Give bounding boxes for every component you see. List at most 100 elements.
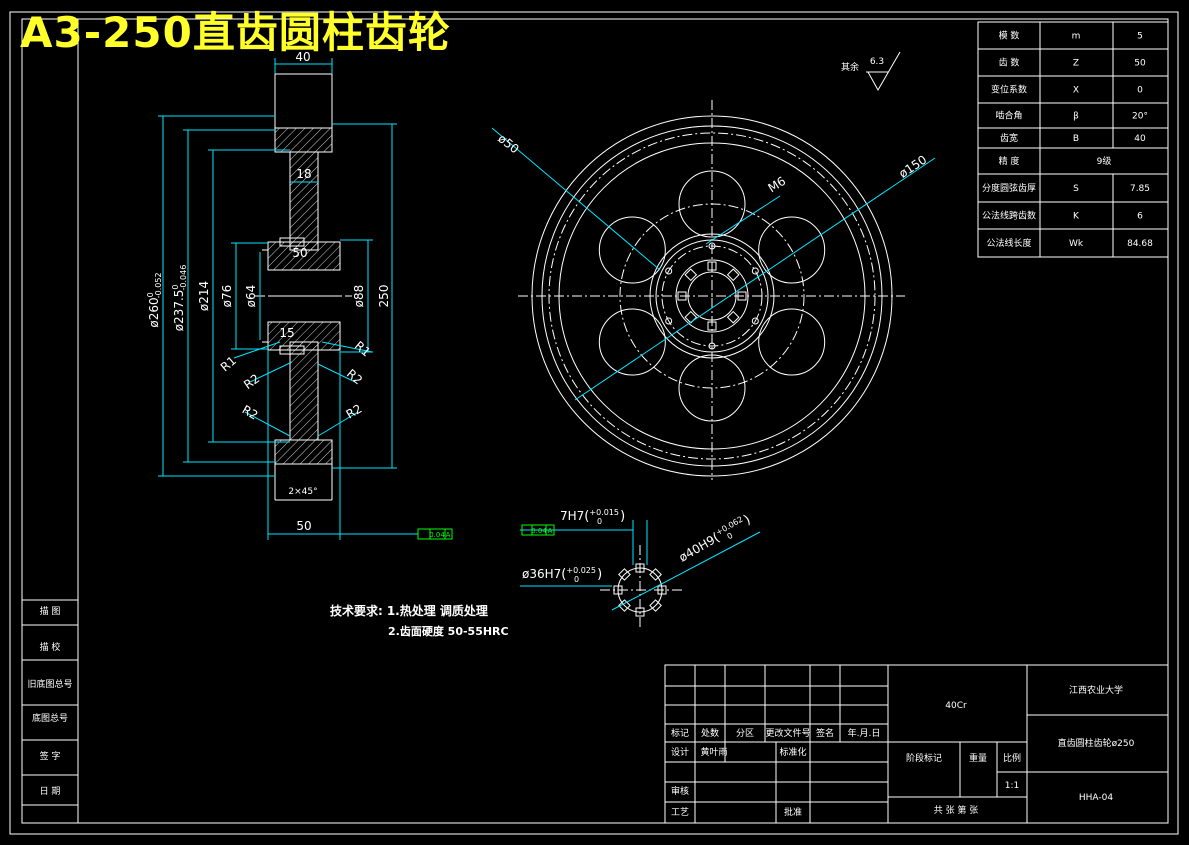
- dim-r2-right-a: R2: [344, 366, 365, 387]
- param-value: 20°: [1132, 112, 1148, 122]
- param-value: 50: [1134, 59, 1146, 69]
- strip-label: 底图总号: [32, 712, 68, 724]
- lightening-hole: [758, 308, 826, 376]
- tol-frame-datum: A: [446, 531, 451, 539]
- param-name: 变位系数: [991, 84, 1027, 96]
- param-name: 啮合角: [995, 110, 1022, 122]
- page-title: A3-250直齿圆柱齿轮: [20, 8, 451, 57]
- tech-heading-text: 技术要求:: [330, 603, 383, 618]
- strip-label: 旧底图总号: [27, 678, 72, 690]
- rev-header: 处数: [701, 727, 719, 739]
- dim-d237: ø237.50-0.046: [171, 265, 188, 332]
- d36-value: ø36H7: [522, 567, 561, 581]
- param-value: 7.85: [1130, 184, 1150, 194]
- detail-tol-datum: A: [548, 527, 553, 535]
- detail-spline-tooth: [618, 568, 631, 581]
- bolt-hole: [665, 317, 673, 325]
- dim-r2-left-b: R2: [240, 402, 261, 422]
- param-value: 9级: [1097, 155, 1112, 167]
- roughness-symbol: 其余 6.3: [841, 51, 901, 92]
- lightening-hole: [678, 354, 746, 422]
- material: 40Cr: [945, 701, 967, 711]
- rev-header: 分区: [736, 728, 754, 739]
- roughness-label: 其余: [841, 61, 859, 73]
- dim-hub-18: 18: [296, 167, 311, 181]
- part-name: 直齿圆柱齿轮ø250: [1058, 737, 1135, 749]
- strip-label: 描 图: [40, 605, 61, 617]
- param-name: 齿宽: [1000, 132, 1018, 144]
- spline-tooth: [707, 321, 717, 331]
- d40-tol-low: 0: [726, 531, 735, 541]
- standard-label: 标准化: [779, 746, 806, 758]
- lightening-hole: [598, 308, 666, 376]
- lightening-hole: [758, 216, 826, 284]
- param-name: 精 度: [999, 155, 1020, 167]
- param-value: 5: [1137, 32, 1143, 42]
- label-d50: ø50: [495, 131, 521, 156]
- dim-d260-tol-up: 0: [146, 292, 155, 297]
- param-value: 84.68: [1127, 239, 1153, 249]
- tech-requirements: 技术要求: 1.热处理 调质处理 2.齿面硬度 50-55HRC: [330, 603, 509, 638]
- tech-line-1: 1.热处理 调质处理: [387, 603, 488, 618]
- bolt-hole: [708, 242, 716, 250]
- check-label: 审核: [671, 785, 689, 797]
- dim-chamfer: 2×45°: [288, 487, 317, 497]
- dim-d76: ø76: [220, 285, 234, 308]
- param-value: 40: [1134, 134, 1146, 144]
- dim-d237-value: ø237.5: [172, 290, 186, 332]
- label-m6: M6: [766, 174, 789, 195]
- param-symbol: K: [1073, 212, 1080, 222]
- dim-d260-value: ø260: [147, 297, 161, 327]
- param-name: 齿 数: [999, 57, 1020, 69]
- keyway-tol-up: +0.015: [589, 508, 619, 517]
- dim-d88: ø88: [352, 285, 366, 308]
- left-strip: 描 图 描 校 旧底图总号 底图总号 签 字 日 期: [21, 599, 79, 824]
- dim-r1-left: R1: [218, 353, 239, 374]
- tech-line-2: 2.齿面硬度 50-55HRC: [388, 624, 509, 638]
- rev-header: 标记: [671, 727, 689, 739]
- detail-spline-tooth: [649, 568, 662, 581]
- spline-tooth: [737, 291, 747, 301]
- stage-label: 阶段标记: [906, 752, 942, 764]
- title-block: 标记处数分区更改文件号签名年.月.日 设计 黄叶雨 标准化 审核 工艺 批准 4…: [664, 664, 1169, 824]
- dim-r1-right: R1: [352, 338, 373, 359]
- dim-r2-left-a: R2: [241, 371, 262, 392]
- param-symbol: S: [1073, 184, 1079, 194]
- param-value: 6: [1137, 212, 1143, 222]
- dim-d64: ø64: [244, 285, 258, 308]
- dim-r2-right-b: R2: [344, 401, 365, 421]
- param-symbol: B: [1073, 134, 1079, 144]
- keyway-tol-low: 0: [597, 517, 602, 526]
- param-symbol: X: [1073, 86, 1079, 96]
- dim-d214: ø214: [197, 281, 211, 311]
- param-symbol: m: [1072, 32, 1081, 42]
- approve-label: 批准: [784, 806, 802, 818]
- section-view: 40 18 50 15 ø2600-0.052 ø237.50-0.046 ø2…: [146, 50, 453, 540]
- designer-name: 黄叶雨: [700, 746, 727, 758]
- spline-tooth: [726, 268, 740, 282]
- lightening-hole: [678, 170, 746, 238]
- detail-spline-tooth: [635, 563, 645, 573]
- designer-label: 设计: [671, 746, 689, 758]
- keyway-value: 7H7: [560, 509, 584, 523]
- label-d150: ø150: [896, 153, 929, 181]
- dim-width-top: 40: [295, 50, 310, 64]
- spline-tooth: [707, 261, 717, 271]
- dim-d237-tol-up: 0: [171, 285, 180, 290]
- detail-spline-tooth: [635, 607, 645, 617]
- bolt-hole: [751, 267, 759, 275]
- dim-width-bottom: 50: [296, 519, 311, 533]
- bolt-hole: [751, 317, 759, 325]
- detail-spline-tooth: [657, 585, 667, 595]
- d40-value: ø40H9: [677, 533, 718, 565]
- detail-spline-outer: [617, 567, 663, 613]
- lightening-hole: [598, 216, 666, 284]
- dim-d260: ø2600-0.052: [146, 272, 163, 327]
- strip-label: 签 字: [40, 750, 61, 762]
- roughness-value: 6.3: [870, 57, 884, 67]
